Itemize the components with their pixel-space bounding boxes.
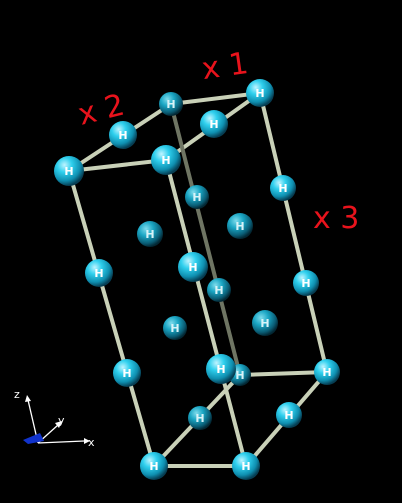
atom-label: H xyxy=(216,363,225,376)
hydrogen-atom[interactable] xyxy=(113,359,141,387)
hydrogen-atom[interactable] xyxy=(270,175,296,201)
bond xyxy=(169,91,262,106)
bond xyxy=(169,102,242,377)
atom-label: H xyxy=(235,220,244,233)
hydrogen-atom[interactable] xyxy=(109,121,137,149)
atom-label: H xyxy=(118,129,127,142)
atom-label: H xyxy=(145,228,154,241)
atom-label: H xyxy=(255,87,264,100)
hydrogen-atoms: H H H H H H H H H H H H H H H H H H H H H H H H xyxy=(54,79,340,480)
hydrogen-atom[interactable] xyxy=(137,221,163,247)
bond xyxy=(67,158,168,173)
atom-label: H xyxy=(170,322,179,335)
hydrogen-atom[interactable] xyxy=(140,452,168,480)
hydrogen-atom[interactable] xyxy=(227,213,253,239)
hydrogen-atom[interactable] xyxy=(159,92,183,116)
axis-triad: x y z xyxy=(14,388,95,449)
bond xyxy=(258,91,329,374)
axis-origin-marker xyxy=(23,433,44,444)
hydrogen-atom[interactable] xyxy=(314,359,340,385)
hydrogen-atom[interactable] xyxy=(185,185,209,209)
atom-label: H xyxy=(149,460,158,473)
x-axis-arrow xyxy=(84,438,90,444)
atom-label: H xyxy=(122,367,131,380)
atom-label: H xyxy=(260,317,269,330)
atom-label: H xyxy=(322,366,331,379)
atom-label: H xyxy=(301,277,310,290)
hydrogen-atom[interactable] xyxy=(54,156,84,186)
atom-label: H xyxy=(278,182,287,195)
atom-label: H xyxy=(195,412,204,425)
atom-label: H xyxy=(166,98,175,111)
atom-label: H xyxy=(192,191,201,204)
hydrogen-atom[interactable] xyxy=(276,402,302,428)
bond xyxy=(67,169,156,468)
atom-label: H xyxy=(161,154,170,167)
atom-label: H xyxy=(94,267,103,280)
atom-label: H xyxy=(241,460,250,473)
hydrogen-atom[interactable] xyxy=(206,354,236,384)
hydrogen-atom[interactable] xyxy=(200,110,228,138)
hydrogen-atom[interactable] xyxy=(232,452,260,480)
axis-label-y: y xyxy=(58,414,65,427)
hydrogen-atom[interactable] xyxy=(163,316,187,340)
bond xyxy=(238,370,329,377)
hydrogen-atom[interactable] xyxy=(178,252,208,282)
annotation-x1: x 1 xyxy=(200,46,251,87)
axis-label-x: x xyxy=(88,436,95,449)
axis-label-z: z xyxy=(14,388,20,401)
hydrogen-atom[interactable] xyxy=(293,270,319,296)
hydrogen-atom[interactable] xyxy=(246,79,274,107)
hydrogen-atom[interactable] xyxy=(151,145,181,175)
atom-label: H xyxy=(188,261,197,274)
y-axis-arrow xyxy=(55,421,62,428)
atom-label: H xyxy=(64,165,73,178)
annotation-x3: x 3 xyxy=(313,201,359,236)
atom-label: H xyxy=(284,409,293,422)
z-axis-arrow xyxy=(25,395,31,402)
atom-label: H xyxy=(214,284,223,297)
unit-cell-bonds xyxy=(67,91,329,468)
bond xyxy=(164,158,248,468)
atom-label: H xyxy=(209,118,218,131)
hydrogen-atom[interactable] xyxy=(207,278,231,302)
hydrogen-atom[interactable] xyxy=(85,259,113,287)
hydrogen-atom[interactable] xyxy=(252,310,278,336)
atom-label: H xyxy=(235,369,244,382)
hydrogen-atom[interactable] xyxy=(188,406,212,430)
x-axis-line xyxy=(37,440,85,444)
